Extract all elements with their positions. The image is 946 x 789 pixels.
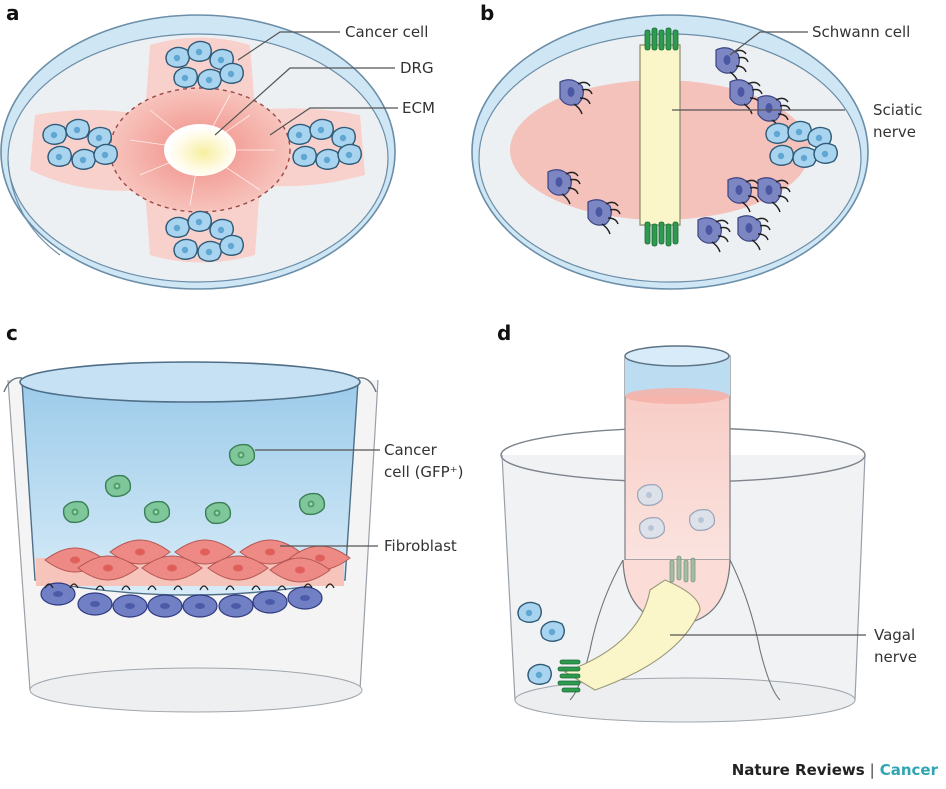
panel-d: d [497,321,917,723]
sciatic-nerve [639,27,681,247]
axon-bundle-top-d [669,555,696,583]
label-cancer-c: Cancer [384,441,438,459]
label-nerve-d: nerve [874,648,917,666]
credit-separator: | [869,761,875,779]
panel-a: a [0,1,435,290]
label-nerve-b: nerve [873,123,916,141]
leader-cancer-cell-a [237,31,340,61]
label-cell-gfp: cell (GFP⁺) [384,463,464,481]
axon-bundle-top [644,27,679,51]
leader-drg [214,67,395,136]
panel-c-letter: c [6,321,18,345]
panel-d-letter: d [497,321,511,345]
fibroblast-layer [36,539,351,586]
label-fibroblast: Fibroblast [384,537,457,555]
journal-section: Cancer [879,761,938,779]
label-cancer-cell-a: Cancer cell [345,23,428,41]
panel-a-letter: a [6,1,20,25]
journal-credit: Nature Reviews|Cancer [732,761,938,779]
label-sciatic: Sciatic [873,101,922,119]
label-drg: DRG [400,59,434,77]
axon-bundle-bottom [644,221,679,247]
label-ecm: ECM [402,99,435,117]
basal-cell-layer [40,582,335,618]
journal-name: Nature Reviews [731,761,865,779]
panel-b-letter: b [480,1,494,25]
vagal-nerve [557,555,701,693]
label-vagal: Vagal [874,626,915,644]
panel-c: c Cancer ce [3,321,464,713]
leader-ecm [269,107,398,136]
label-schwann-cell: Schwann cell [812,23,910,41]
panel-b: b [471,1,922,290]
drg [164,124,236,176]
axon-bundle-bottom-d [557,659,581,693]
leader-schwann-cell [729,31,808,56]
